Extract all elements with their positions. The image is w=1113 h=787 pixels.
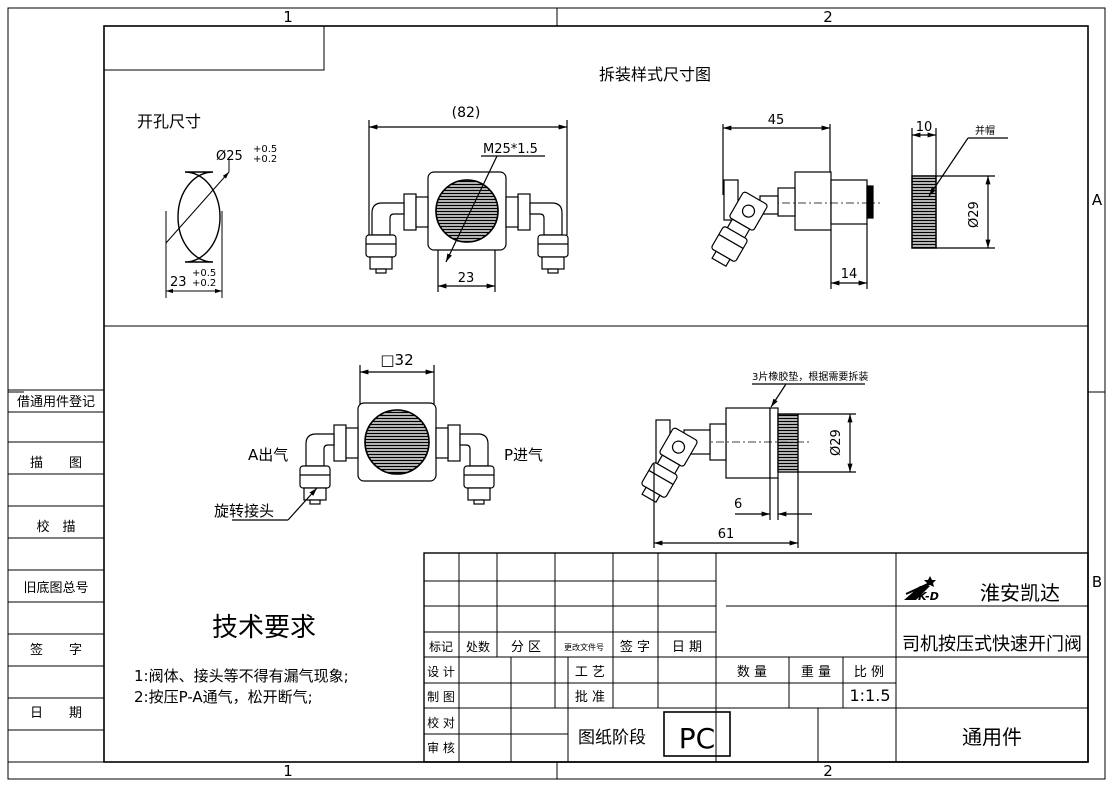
company-logo: K-D: [904, 576, 939, 603]
valve-front-top: (82) M25*1.5 23: [365, 105, 569, 292]
check-label: 校 对: [427, 715, 455, 730]
body-width: 23: [458, 271, 475, 286]
review-label: 审 核: [427, 740, 455, 755]
nut-width: 10: [916, 120, 933, 135]
thread-spec: M25*1.5: [483, 142, 538, 157]
bottom-length: 61: [718, 527, 735, 542]
header-sign: 签 字: [620, 639, 650, 655]
zone-right-b: B: [1092, 573, 1102, 591]
zone-bottom-2: 2: [823, 762, 833, 780]
stamp-sign: 签 字: [30, 642, 82, 658]
overall-length: (82): [452, 105, 481, 121]
hole-label: 开孔尺寸: [137, 112, 201, 131]
gap-size: 6: [734, 497, 742, 512]
header-change-doc: 更改文件号: [564, 642, 604, 652]
header-mark: 标记: [429, 640, 453, 654]
bottom-dia: Ø29: [829, 429, 844, 456]
hole-width: 23: [170, 275, 187, 290]
stage-label: 图纸阶段: [578, 728, 646, 748]
nut-label: 并帽: [975, 124, 995, 137]
logo-text: K-D: [918, 590, 939, 603]
header-zone: 分 区: [511, 640, 541, 655]
stage-value: PC: [679, 722, 715, 755]
zone-top-2: 2: [823, 8, 833, 26]
title-block: [423, 552, 1089, 763]
stamp-borrow: 借通用件登记: [17, 395, 95, 410]
stage-box: [663, 711, 731, 757]
approve-label: 批 准: [575, 690, 605, 705]
hole-width-tol-down: +0.2: [192, 278, 216, 289]
design-label: 设 计: [427, 665, 455, 679]
tech-title: 技术要求: [212, 613, 316, 643]
valve-side-bottom: 3片橡胶垫，根据需要拆装 Ø29 6 61: [641, 370, 868, 548]
zone-top-1: 1: [283, 8, 293, 26]
side-dia: Ø29: [967, 201, 982, 228]
hole-width-tol-up: +0.5: [192, 268, 216, 279]
outlet-label: A出气: [248, 446, 288, 464]
valve-side-top: 45 14: [711, 113, 880, 289]
washer-note: 3片橡胶垫，根据需要拆装: [752, 370, 868, 383]
weight-label: 重 量: [801, 664, 831, 680]
product-name: 司机按压式快速开门阀: [902, 634, 1082, 655]
category: 通用件: [962, 725, 1022, 749]
stamp-check-trace: 校 描: [36, 519, 75, 535]
stamp-old-number: 旧底图总号: [23, 580, 88, 596]
drawing-label: 制 图: [427, 690, 455, 704]
company-name: 淮安凯达: [980, 581, 1060, 605]
hole-diagram: 开孔尺寸 Ø25 +0.5 +0.2 23 +0.5 +0.2: [137, 112, 277, 298]
header-count: 处数: [466, 639, 490, 654]
scale-value: 1:1.5: [849, 686, 890, 705]
side-offset: 14: [841, 267, 858, 282]
stamp-date: 日 期: [30, 706, 82, 721]
stamp-trace: 描 图: [30, 456, 82, 471]
hole-dia-tol-up: +0.5: [253, 144, 277, 155]
zone-right-a: A: [1092, 191, 1103, 209]
header-date: 日 期: [672, 640, 702, 655]
lock-nut: 10 并帽 Ø29: [911, 120, 1008, 249]
side-length: 45: [768, 113, 785, 128]
square-size: □32: [380, 351, 413, 369]
zone-bottom-1: 1: [283, 762, 293, 780]
inlet-label: P进气: [504, 446, 543, 464]
valve-front-bottom: □32 A出气 P进气 旋转接头: [214, 351, 543, 521]
process-label: 工 艺: [575, 665, 605, 680]
hole-dia: Ø25: [216, 149, 243, 164]
tech-note-1: 1:阀体、接头等不得有漏气现象;: [134, 667, 349, 685]
scale-label: 比 例: [854, 665, 884, 680]
quantity-label: 数 量: [737, 665, 767, 680]
hole-dia-tol-down: +0.2: [253, 154, 277, 165]
view-title: 拆装样式尺寸图: [599, 65, 711, 84]
tech-note-2: 2:按压P-A通气，松开断气;: [134, 688, 313, 706]
swivel-label: 旋转接头: [214, 502, 274, 520]
